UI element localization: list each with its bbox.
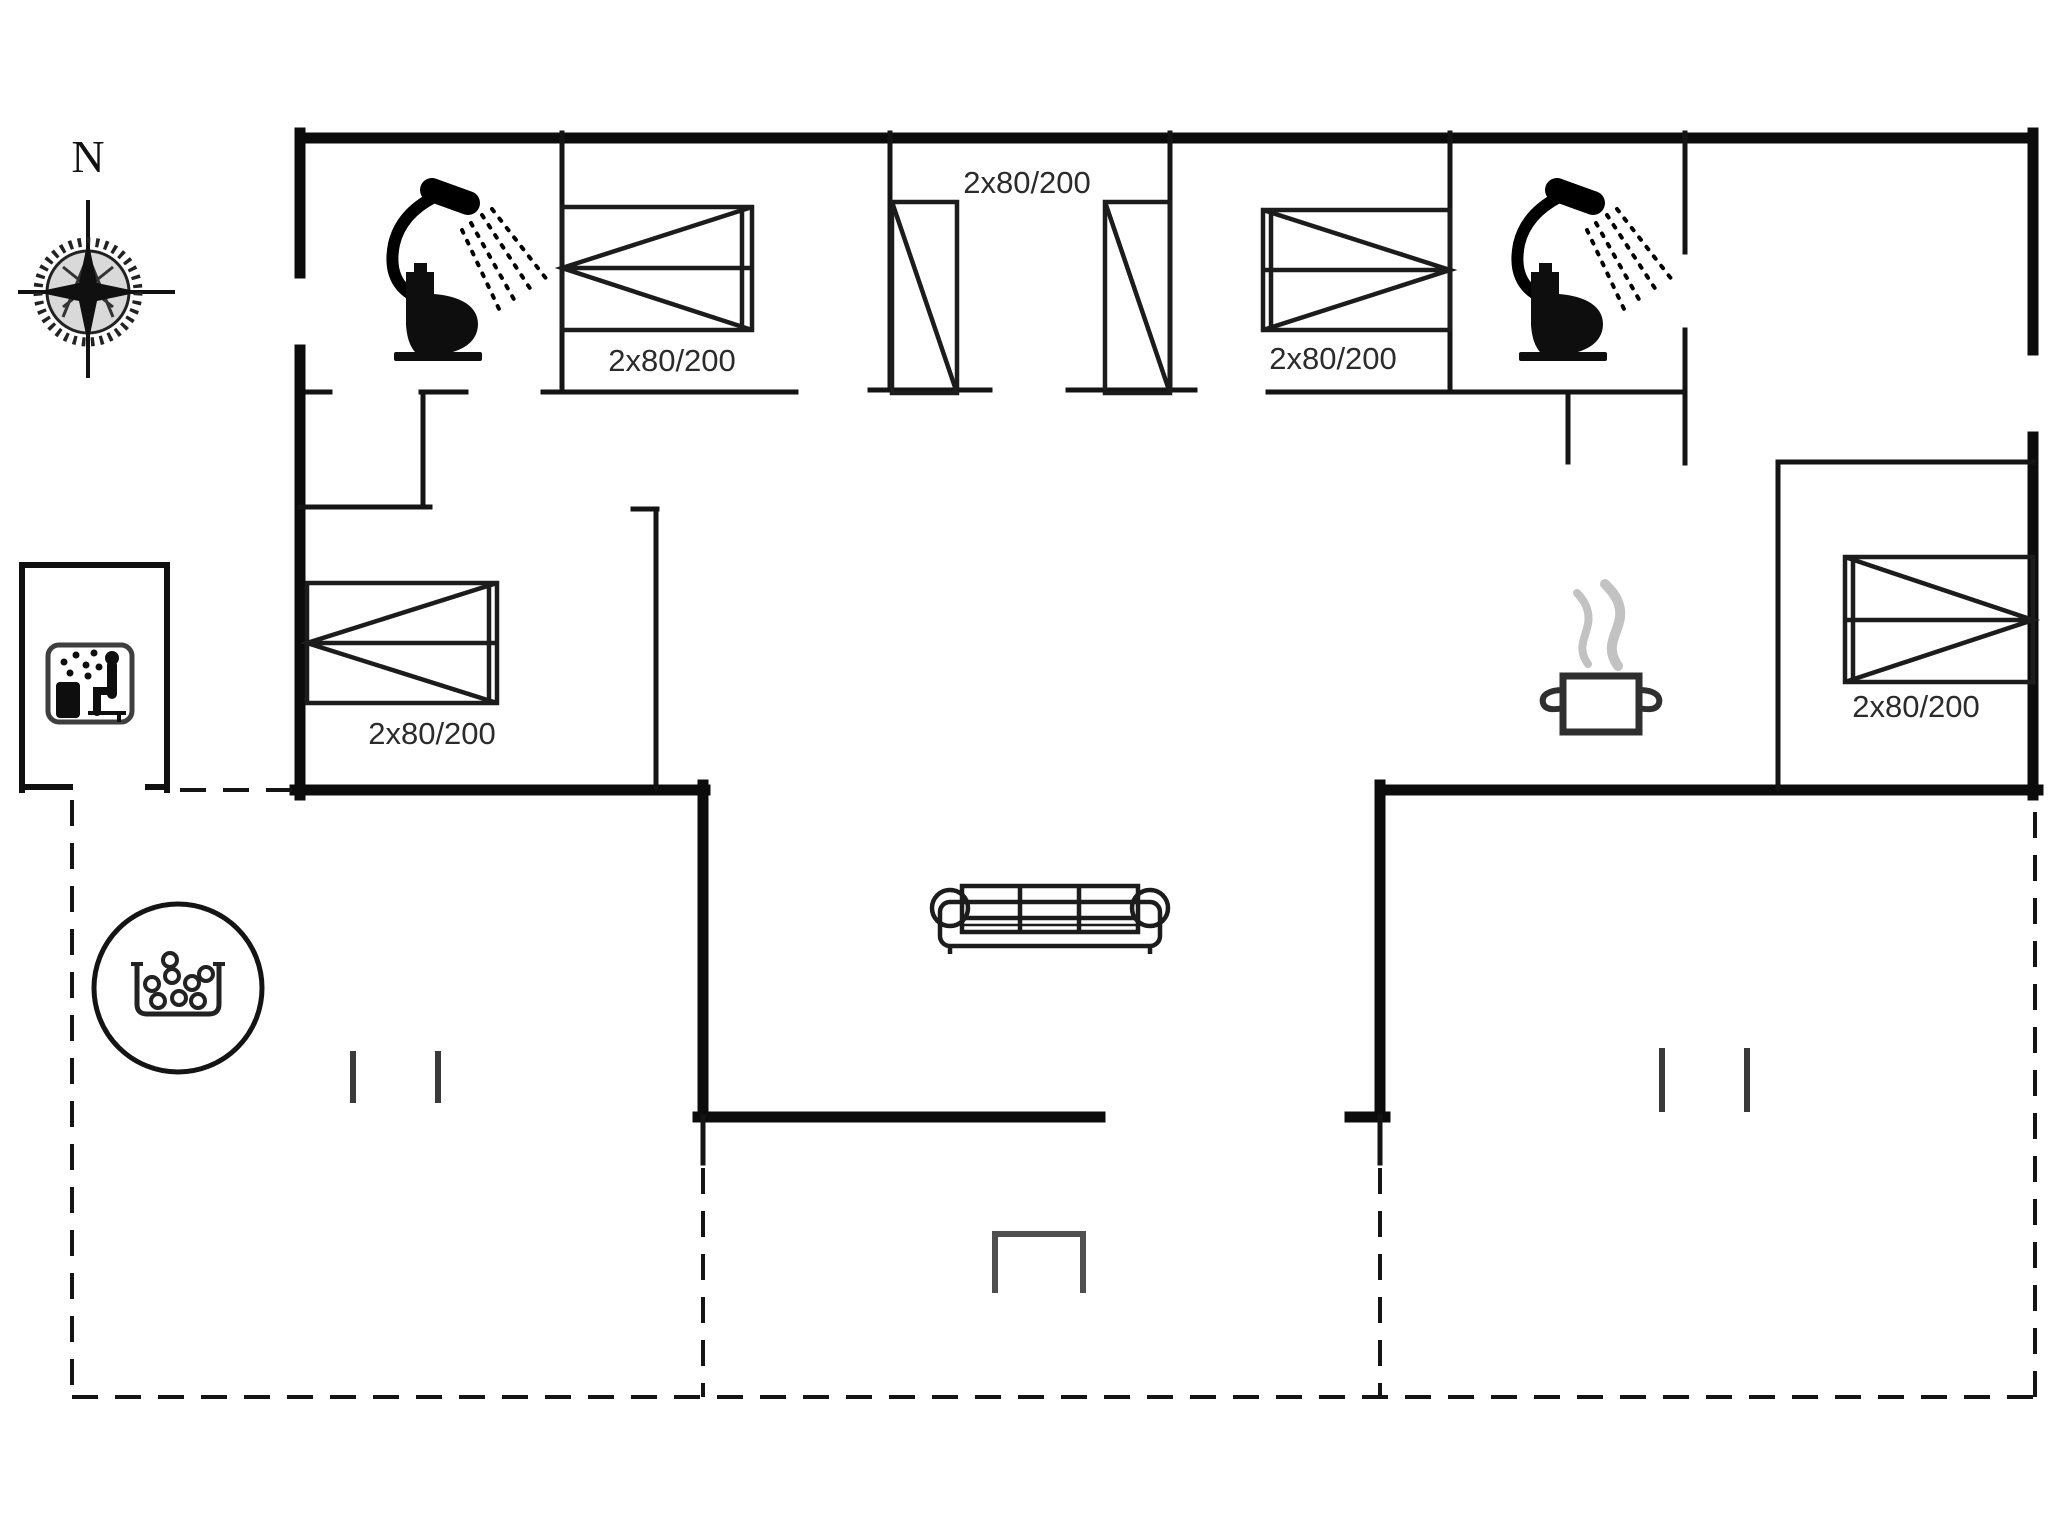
bed-size-label: 2x80/200 [1269, 341, 1397, 376]
bed-size-label: 2x80/200 [368, 716, 496, 751]
compass-north-label: N [71, 131, 104, 182]
hot-tub-icon [91, 901, 265, 1075]
annex-walls [19, 562, 170, 793]
toilet-icon [1519, 263, 1607, 361]
double-bed [1260, 207, 1458, 333]
bed-size-label: 2x80/200 [608, 343, 736, 378]
double-bed [1842, 554, 2041, 685]
terrace-steps-icon [992, 1231, 1086, 1293]
sauna-icon [45, 642, 135, 725]
bathroom-1-icons [386, 178, 550, 361]
single-bed [889, 199, 960, 396]
sauna-annex [19, 562, 170, 793]
terrace-boundaries [70, 788, 2037, 1399]
single-bed [1102, 199, 1173, 396]
bed-size-label: 2x80/200 [963, 165, 1091, 200]
cooking-pot-icon [1539, 579, 1663, 736]
double-bed [299, 580, 500, 706]
double-bed [554, 204, 755, 333]
shower-icon [386, 178, 550, 311]
toilet-icon [394, 263, 482, 361]
shower-icon [1511, 178, 1675, 311]
compass-rose-icon: N [18, 131, 175, 378]
sofa-icon [929, 883, 1171, 954]
bathroom-2-icons [1511, 178, 1675, 361]
bed-size-label: 2x80/200 [1852, 689, 1980, 724]
